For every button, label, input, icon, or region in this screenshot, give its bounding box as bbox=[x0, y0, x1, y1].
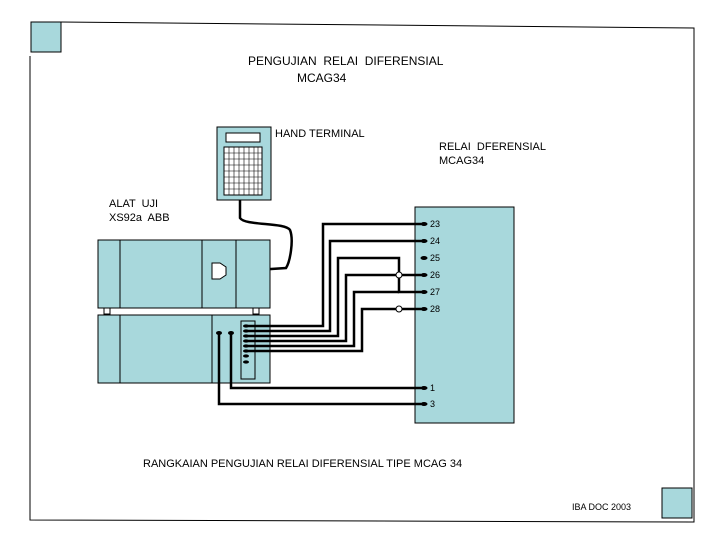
hand-terminal-cable bbox=[225, 200, 293, 274]
title-line-1: PENGUJIAN RELAI DIFERENSIAL bbox=[248, 54, 444, 68]
relay-label-line-2: MCAG34 bbox=[439, 155, 485, 167]
terminal-label-26: 26 bbox=[430, 270, 441, 280]
diagram-caption: RANGKAIAN PENGUJIAN RELAI DIFERENSIAL TI… bbox=[143, 458, 463, 470]
title-line-2: MCAG34 bbox=[297, 71, 347, 85]
corner-box-bottom-right bbox=[661, 487, 693, 519]
terminal-label-27: 27 bbox=[430, 287, 441, 297]
test-wires bbox=[217, 222, 421, 406]
junction-28 bbox=[395, 305, 403, 313]
hand-terminal-label: HAND TERMINAL bbox=[275, 128, 365, 140]
terminal-label-24: 24 bbox=[430, 236, 441, 246]
test-set-label-line-2: XS92a ABB bbox=[109, 212, 170, 224]
terminal-label-23: 23 bbox=[430, 219, 441, 229]
relay-label-line-1: RELAI DFERENSIAL bbox=[439, 141, 546, 153]
test-set-foot-right bbox=[252, 307, 260, 315]
page-frame bbox=[29, 21, 695, 523]
terminal-label-1: 1 bbox=[430, 383, 436, 393]
corner-box-top-left bbox=[30, 21, 62, 53]
test-set-upper-unit bbox=[97, 239, 271, 309]
test-set-label-line-1: ALAT UJI bbox=[109, 198, 159, 210]
terminal-label-25: 25 bbox=[430, 253, 441, 263]
junction-26 bbox=[395, 271, 403, 279]
terminal-label-28: 28 bbox=[430, 304, 441, 314]
relay-terminals bbox=[420, 222, 428, 406]
doc-reference: IBA DOC 2003 bbox=[572, 502, 632, 512]
test-set-foot-left bbox=[103, 307, 111, 315]
terminal-label-3: 3 bbox=[430, 399, 436, 409]
hand-terminal-device bbox=[216, 126, 272, 201]
relay-box bbox=[414, 206, 515, 424]
